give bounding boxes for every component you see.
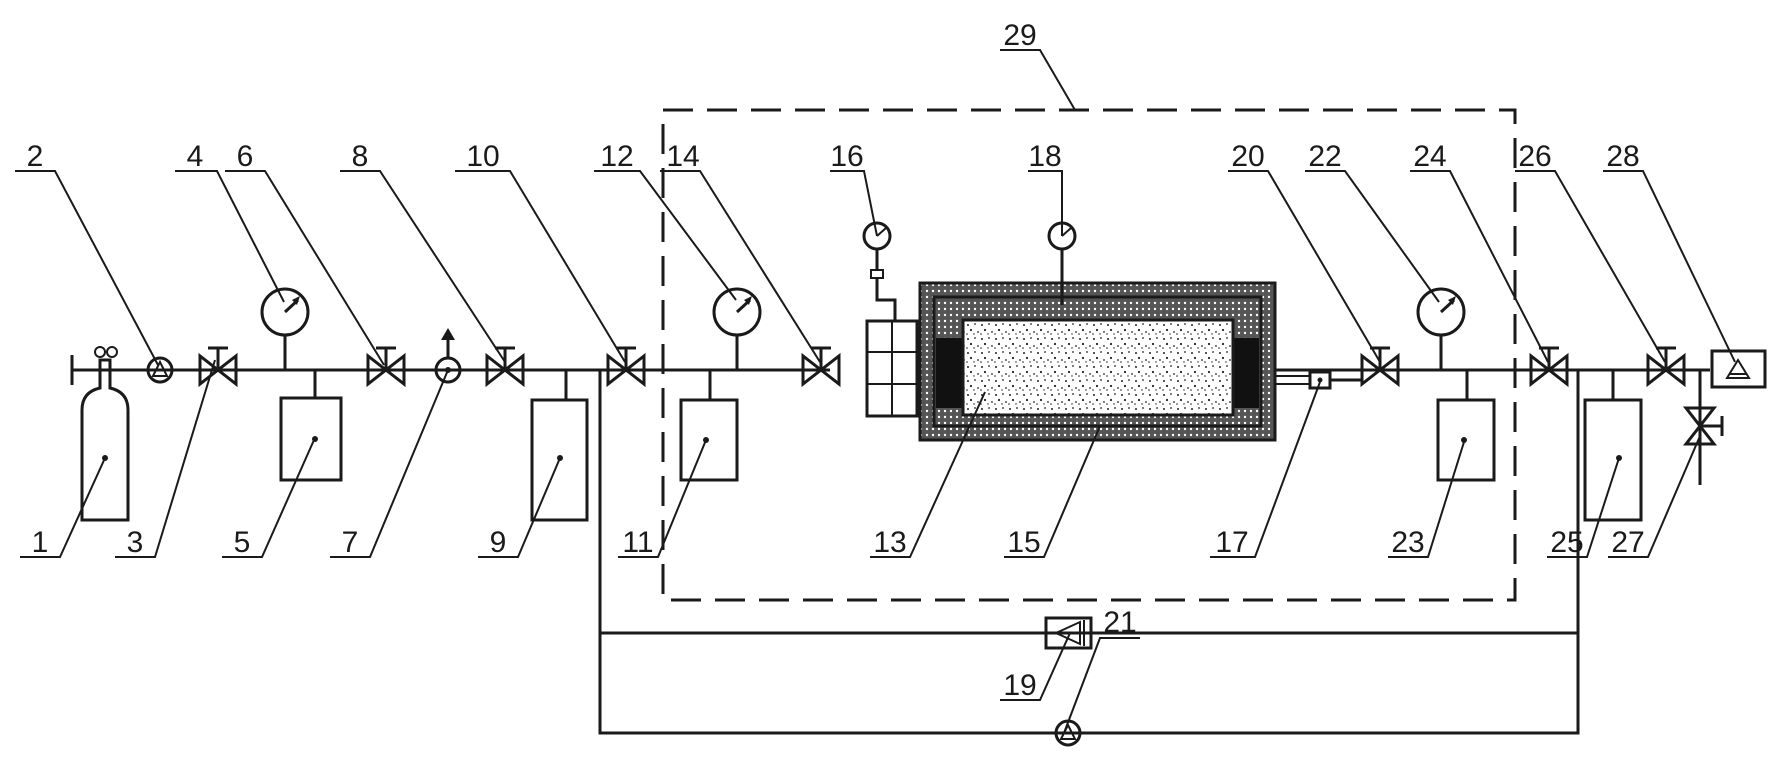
valve-26 <box>1646 346 1686 388</box>
tank-11 <box>679 370 739 482</box>
label-7: 7 <box>342 526 359 559</box>
label-20: 20 <box>1231 140 1264 173</box>
bypass-loop <box>598 370 1580 735</box>
tank-25 <box>1583 370 1643 522</box>
vent-valve <box>1682 370 1724 485</box>
label-1: 1 <box>32 526 49 559</box>
valve-10 <box>606 346 646 388</box>
enclosure-boundary <box>661 108 1517 602</box>
label-4: 4 <box>187 140 204 173</box>
label-22: 22 <box>1308 140 1341 173</box>
label-10: 10 <box>466 140 499 173</box>
label-17: 17 <box>1215 526 1248 559</box>
label-26: 26 <box>1518 140 1551 173</box>
pressure-gauge-12 <box>712 287 762 370</box>
tank-5 <box>279 370 343 482</box>
label-3: 3 <box>127 526 144 559</box>
valve-8 <box>485 346 525 388</box>
outlet-meter <box>1710 349 1767 389</box>
label-5: 5 <box>234 526 251 559</box>
label-9: 9 <box>490 526 507 559</box>
label-6: 6 <box>237 140 254 173</box>
tank-9 <box>530 370 589 522</box>
valve-24 <box>1529 346 1569 388</box>
core-holder <box>862 221 1364 442</box>
valve-14 <box>801 346 841 388</box>
label-12: 12 <box>600 140 633 173</box>
valve-3 <box>198 346 238 388</box>
label-25: 25 <box>1550 526 1583 559</box>
label-23: 23 <box>1391 526 1424 559</box>
pressure-gauge-4 <box>260 287 310 370</box>
label-13: 13 <box>873 526 906 559</box>
flow-meter <box>434 328 462 384</box>
label-21: 21 <box>1103 606 1136 639</box>
callouts: 1 2 3 4 5 6 7 8 9 10 11 12 13 14 15 16 1… <box>15 19 1736 734</box>
pressure-regulator-symbol <box>146 356 174 384</box>
pressure-gauge-22 <box>1416 287 1466 370</box>
label-16: 16 <box>830 140 863 173</box>
label-14: 14 <box>666 140 699 173</box>
label-2: 2 <box>27 140 44 173</box>
tank-23 <box>1436 370 1496 482</box>
label-15: 15 <box>1007 526 1040 559</box>
valve-6 <box>366 346 406 388</box>
valve-20 <box>1360 346 1400 388</box>
label-28: 28 <box>1606 140 1639 173</box>
label-11: 11 <box>622 526 653 559</box>
label-27: 27 <box>1611 526 1644 559</box>
label-8: 8 <box>352 140 369 173</box>
label-24: 24 <box>1413 140 1446 173</box>
label-29: 29 <box>1003 19 1036 52</box>
label-18: 18 <box>1028 140 1061 173</box>
label-19: 19 <box>1003 669 1036 702</box>
